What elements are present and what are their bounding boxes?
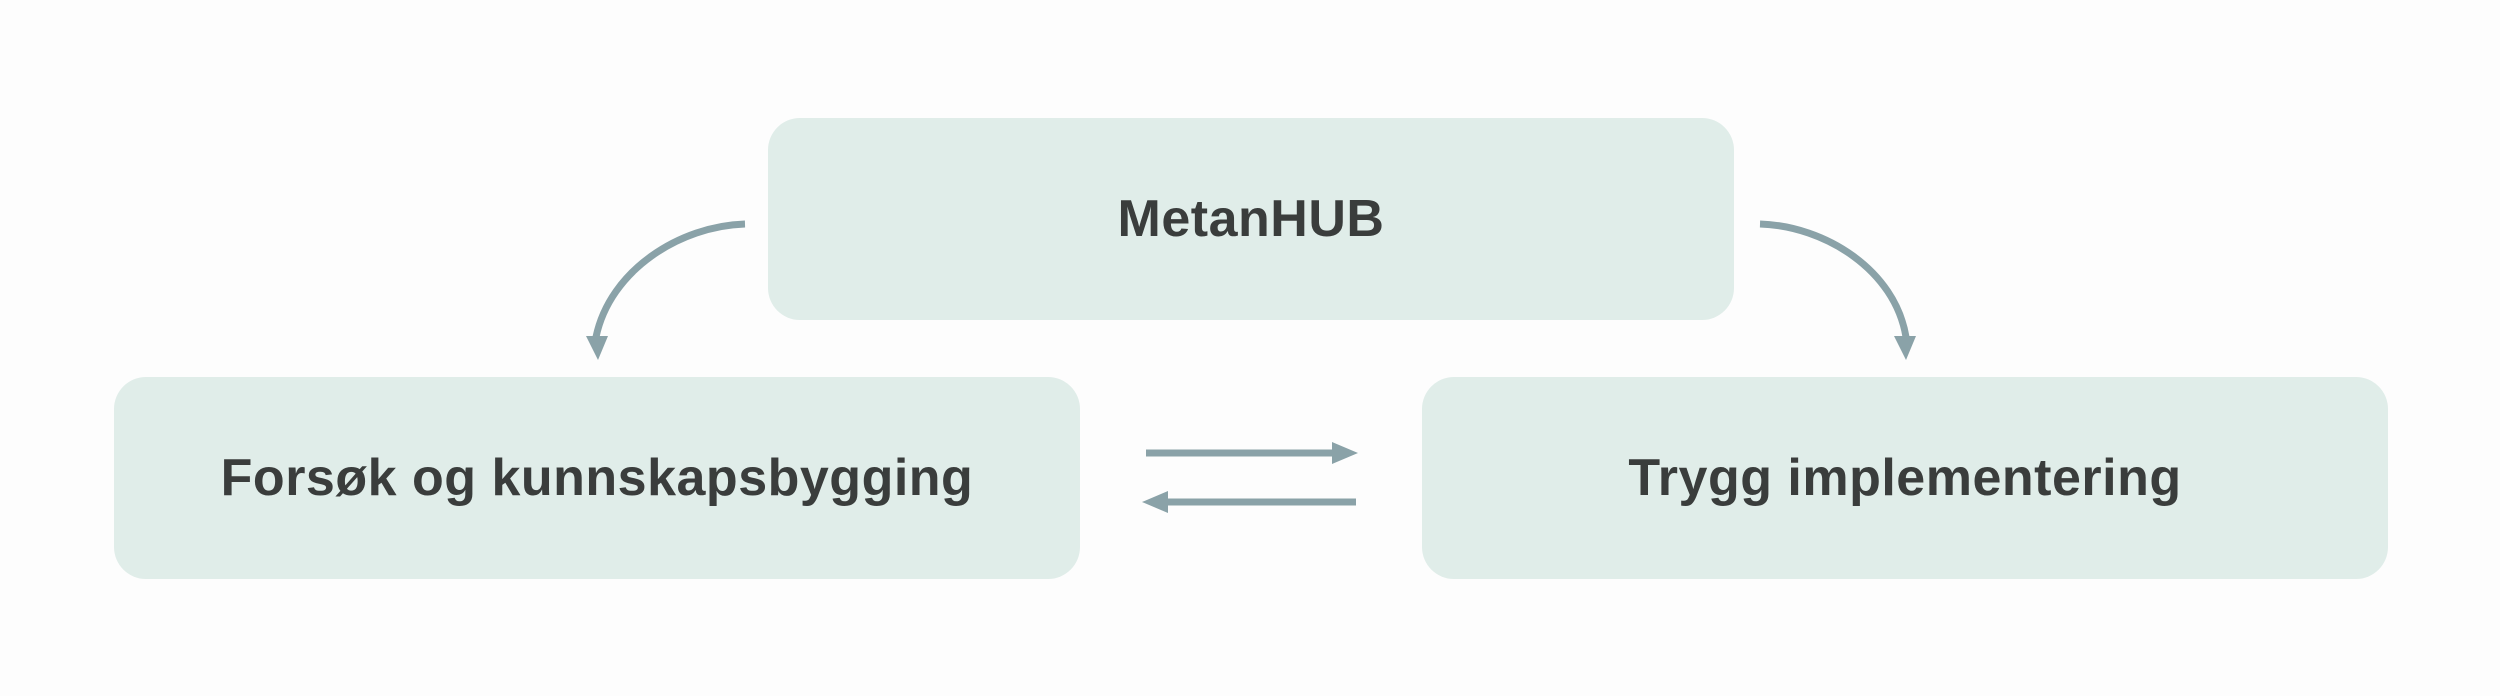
node-metanhub: MetanHUB xyxy=(768,118,1734,320)
arrowhead-implementation xyxy=(1894,336,1916,360)
node-implementation: Trygg implementering xyxy=(1422,377,2388,579)
arrowhead-right xyxy=(1332,442,1358,464)
arrowhead-research xyxy=(586,336,608,360)
arrow-hub-to-implementation xyxy=(1759,220,1910,338)
arrow-hub-to-research xyxy=(592,220,746,338)
node-implementation-label: Trygg implementering xyxy=(1628,449,2182,507)
node-metanhub-label: MetanHUB xyxy=(1117,190,1385,248)
node-research-label: Forsøk og kunnskapsbygging xyxy=(220,449,974,507)
node-research: Forsøk og kunnskapsbygging xyxy=(114,377,1080,579)
arrowhead-left xyxy=(1142,491,1168,513)
